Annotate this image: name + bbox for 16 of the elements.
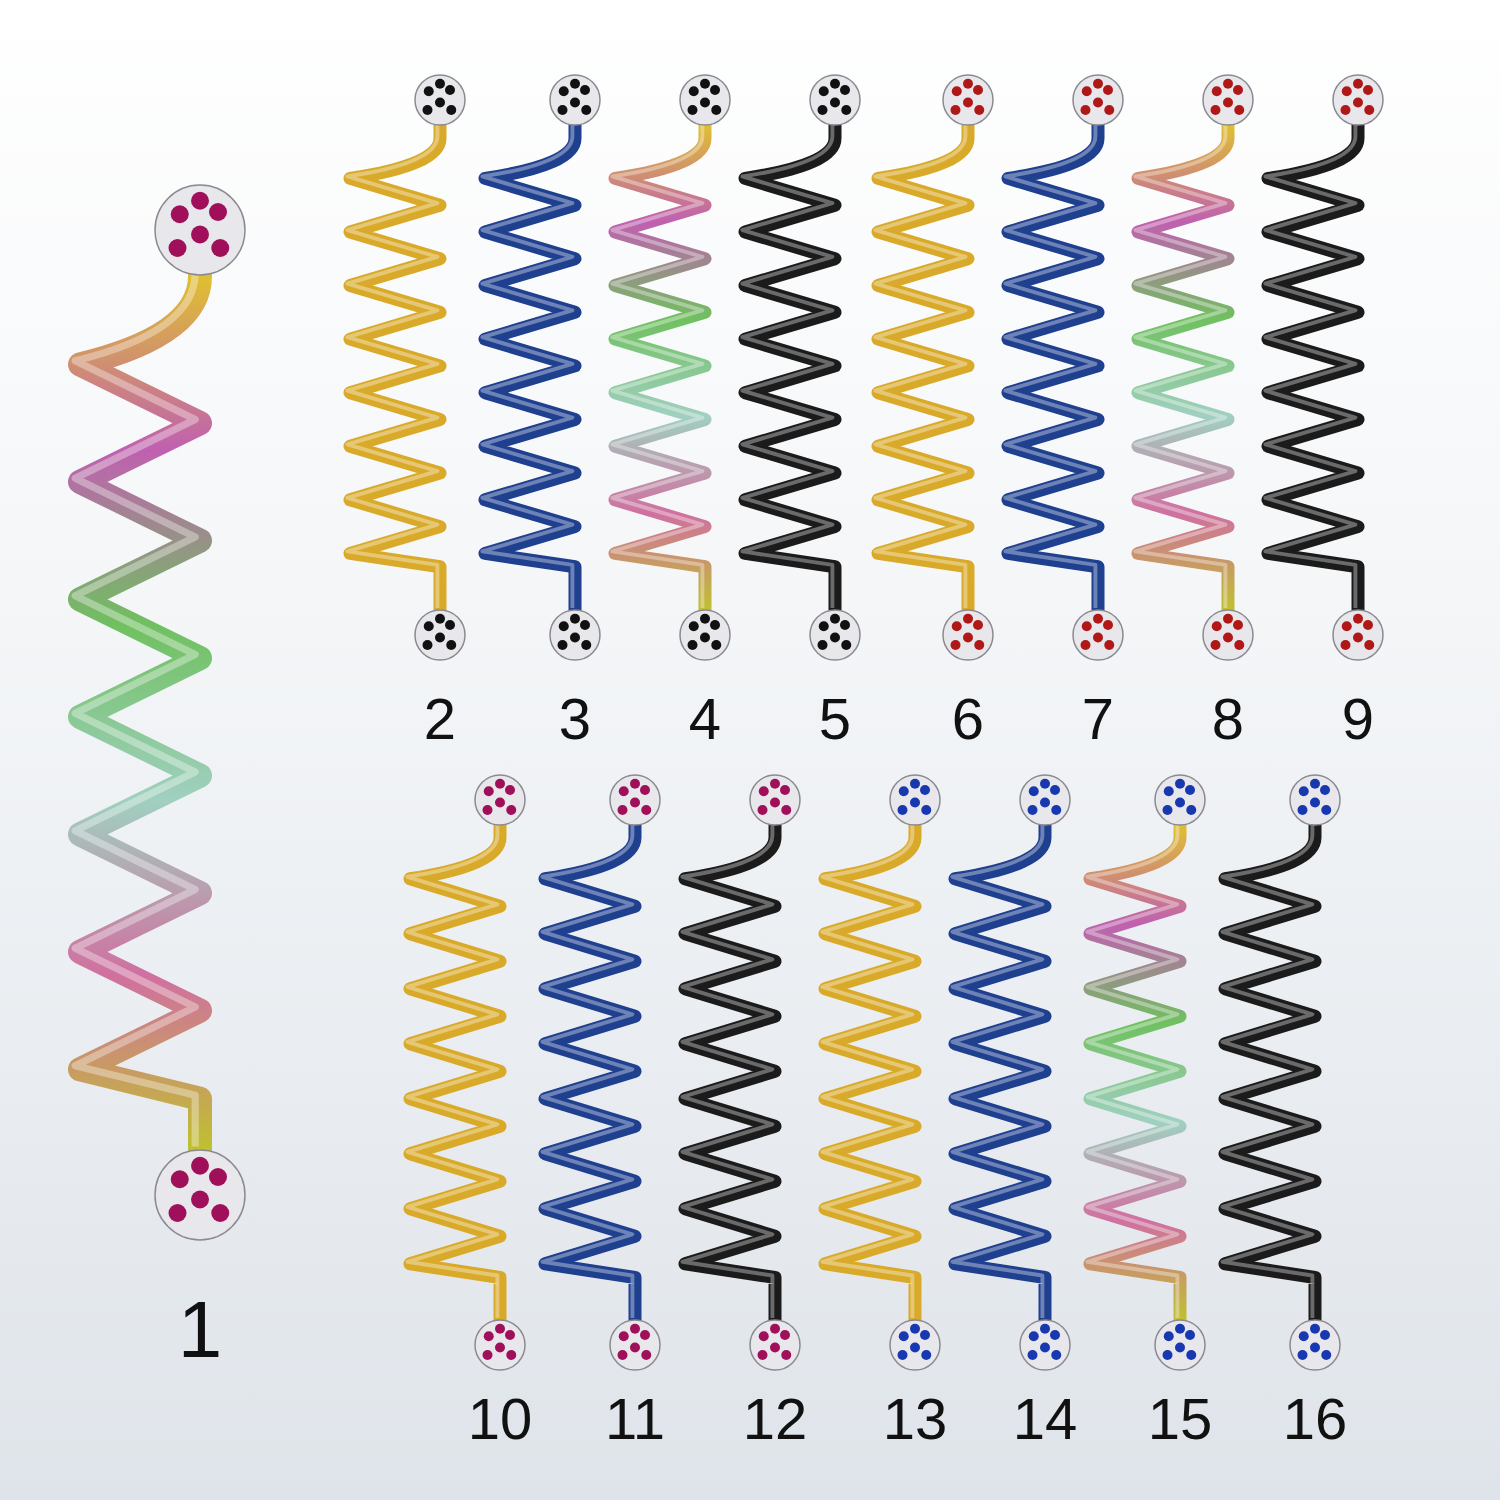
item-number: 12	[742, 1390, 808, 1448]
item-number: 14	[1012, 1390, 1078, 1448]
item-number: 1	[177, 1290, 223, 1370]
item-number: 5	[818, 690, 852, 748]
item-number: 2	[423, 690, 457, 748]
item-number: 9	[1341, 690, 1375, 748]
item-number: 10	[467, 1390, 533, 1448]
item-number: 15	[1147, 1390, 1213, 1448]
item-number: 11	[604, 1390, 666, 1448]
item-number: 16	[1282, 1390, 1348, 1448]
item-number: 8	[1211, 690, 1245, 748]
item-number: 7	[1081, 690, 1115, 748]
item-number: 3	[558, 690, 592, 748]
item-number: 6	[951, 690, 985, 748]
item-number: 4	[688, 690, 722, 748]
item-number: 13	[882, 1390, 948, 1448]
